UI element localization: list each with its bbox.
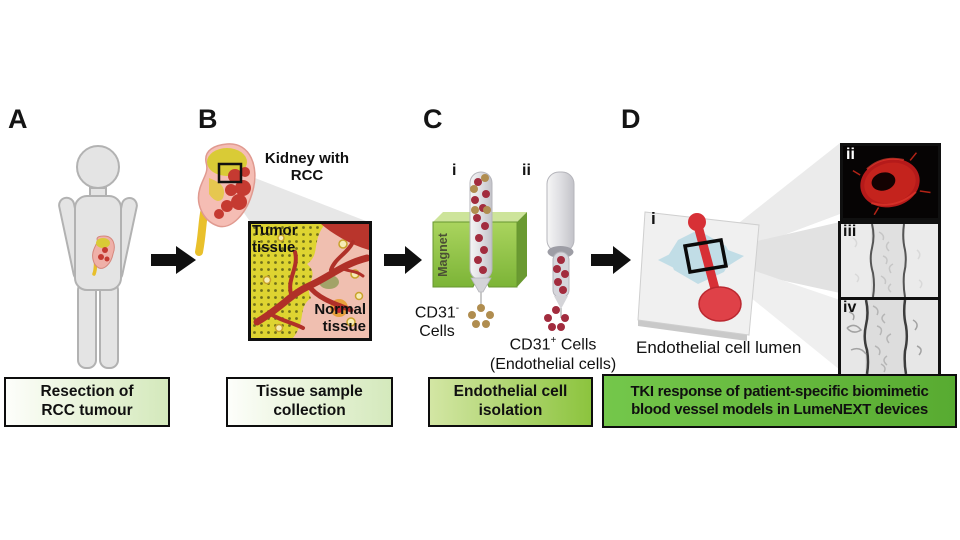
tumor-tissue-line2: tissue [252, 239, 296, 256]
kidney-in-body-icon [92, 235, 115, 276]
device-caption: Endothelial cell lumen [636, 338, 802, 357]
arrow-a-to-b-icon [151, 246, 196, 274]
cd31-neg-word: Cells [419, 323, 455, 341]
inset-iv-label: iv [843, 299, 857, 316]
tumor-tissue-label: Tumor tissue [252, 222, 298, 256]
panel-d-label: D [621, 104, 641, 134]
cd31-pos-word: Cells [560, 336, 597, 354]
cd31-pos-paren: (Endothelial cells) [489, 356, 617, 374]
cd31-neg-sup: - [455, 303, 460, 314]
lumenext-device-illustration [637, 211, 760, 341]
cd31-positive-label: CD31+ Cells (Endothelial cells) [478, 331, 628, 375]
inset-iv-box [838, 297, 941, 377]
normal-tissue-line1: Normal [314, 301, 366, 318]
kidney-with-rcc-illustration [195, 143, 256, 256]
confocal-lumen-image [843, 146, 938, 218]
separation-tube-ii [546, 171, 575, 318]
caption-resection: Resection of RCC tumour [4, 377, 170, 427]
inset-ii-box [840, 143, 941, 221]
cell-separation-illustration [432, 171, 575, 331]
device-zoom-rect [682, 237, 729, 275]
cd31-negative-label: CD31- Cells [406, 299, 468, 341]
caption-isolation-line2: isolation [478, 402, 543, 419]
separation-tube-i [469, 171, 493, 308]
kidney-zoom-rect [217, 162, 243, 184]
brightfield-vessel-image-iv [841, 299, 938, 375]
caption-tissue-line1: Tissue sample [256, 383, 363, 401]
inset-iii-box [838, 221, 941, 300]
tissue-inset-illustration [251, 224, 371, 338]
tumor-tissue-line1: Tumor [252, 222, 298, 239]
brightfield-vessel-image-iii [841, 223, 938, 298]
cd31-negative-cells-icon [468, 304, 494, 328]
caption-tki-line2: blood vessel models in LumeNEXT devices [631, 401, 928, 418]
zoom-wedge-inset-iii [718, 222, 840, 293]
inset-ii-label: ii [846, 146, 855, 163]
caption-resection-line2: RCC tumour [41, 402, 133, 419]
human-figure-icon [58, 145, 138, 369]
panel-c-label: C [423, 104, 443, 134]
caption-tki-line1: TKI response of patient-specific biomime… [630, 382, 929, 400]
panel-b-label: B [198, 104, 218, 134]
inset-iii-label: iii [843, 223, 857, 240]
cd31-pos-sup: + [550, 335, 557, 346]
cd31-positive-cells-icon [544, 306, 569, 331]
kidney-title-line1: Kidney with [264, 150, 350, 167]
tissue-inset-box [248, 221, 372, 341]
cd31-pos-base: CD31 [509, 336, 551, 354]
caption-isolation-line1: Endothelial cell [453, 383, 568, 401]
device-vessel-channel [688, 213, 742, 322]
device-i-label: i [651, 209, 656, 228]
kidney-title-line2: RCC [290, 167, 324, 184]
tube-ii-label: ii [522, 162, 531, 179]
normal-tissue-line2: tissue [322, 318, 366, 335]
arrow-b-to-c-icon [384, 246, 422, 274]
caption-tki-response: TKI response of patient-specific biomime… [602, 374, 957, 428]
device-chamber-shape [658, 230, 744, 284]
arrow-c-to-d-icon [591, 246, 631, 274]
panel-a-label: A [8, 104, 28, 134]
caption-tissue-collection: Tissue sample collection [226, 377, 393, 427]
caption-tissue-line2: collection [273, 402, 346, 419]
cd31-neg-base: CD31 [414, 304, 456, 322]
kidney-title: Kidney with RCC [255, 150, 359, 184]
magnet-label: Magnet [436, 233, 450, 277]
zoom-wedge-kidney [222, 173, 371, 223]
tube-i-label: i [452, 162, 457, 179]
caption-endothelial-isolation: Endothelial cell isolation [428, 377, 593, 427]
caption-resection-line1: Resection of [40, 383, 134, 401]
normal-tissue-label: Normal tissue [296, 301, 366, 335]
